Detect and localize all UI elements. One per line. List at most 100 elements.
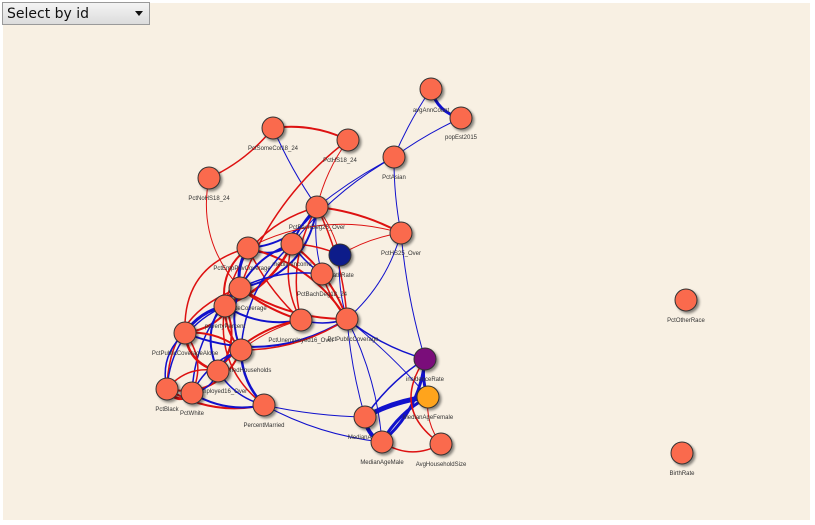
node-circle[interactable] — [206, 359, 230, 383]
node-label: MedianAgeMale — [360, 460, 404, 466]
select-by-id-label: Select by id — [7, 5, 90, 22]
node-PctUnemployed16_Over[interactable]: PctUnemployed16_Over — [268, 308, 334, 344]
node-PctOtherRace[interactable]: PctOtherRace — [667, 288, 706, 324]
node-PercentMarried[interactable]: PercentMarried — [243, 393, 285, 429]
node-label: PctBachDeg18_24 — [297, 292, 348, 298]
edge-PctPublicCoverage-MedianAge — [346, 318, 366, 418]
node-MedianAgeFemale[interactable]: MedianAgeFemale — [403, 385, 454, 421]
select-by-id-dropdown[interactable]: Select by id — [2, 2, 150, 25]
node-medianIncome[interactable]: medianIncome — [272, 232, 312, 268]
edge-povertyPercent-PercentMarried — [222, 305, 265, 406]
edge-PercentMarried-MedianAge — [263, 404, 366, 418]
node-PctPrivateCoverage[interactable]: PctPrivateCoverage — [213, 276, 267, 312]
node-circle[interactable] — [305, 195, 329, 219]
node-MedianAge[interactable]: MedianAge — [348, 405, 379, 441]
node-circle[interactable] — [335, 307, 359, 331]
node-label: PctBachDeg25_Over — [289, 225, 345, 231]
node-label: avgAnnCount — [413, 108, 450, 114]
node-label: PctEmployed16_Over — [189, 389, 247, 395]
node-circle[interactable] — [289, 308, 313, 332]
node-PctEmpPrivCoverage[interactable]: PctEmpPrivCoverage — [213, 236, 271, 272]
node-label: MedianAgeFemale — [403, 415, 454, 421]
node-label: popEst2015 — [445, 135, 478, 141]
edge-medianIncome-PctMarriedHouseholds — [240, 243, 293, 351]
node-PctHS25_Over[interactable]: PctHS25_Over — [381, 221, 421, 257]
node-label: PctNoHS18_24 — [188, 196, 230, 202]
node-circle[interactable] — [155, 377, 179, 401]
edge-PctEmpPrivCoverage-PctPublicCoverageAlone — [184, 247, 249, 334]
node-circle[interactable] — [197, 166, 221, 190]
node-povertyPercent[interactable]: povertyPercent — [205, 294, 246, 330]
node-PctBlack[interactable]: PctBlack — [155, 377, 180, 413]
node-label: PctPublicCoverage — [327, 337, 379, 343]
node-label: PctEmpPrivCoverage — [213, 266, 271, 272]
node-MedianAgeMale[interactable]: MedianAgeMale — [360, 430, 404, 466]
node-label: PctHS25_Over — [381, 251, 421, 257]
node-circle[interactable] — [370, 430, 394, 454]
node-circle[interactable] — [180, 381, 204, 405]
node-PctPublicCoverageAlone[interactable]: PctPublicCoverageAlone — [152, 321, 219, 357]
edge-PctPublicCoverage-MedianAgeMale — [346, 318, 383, 443]
node-circle[interactable] — [336, 128, 360, 152]
node-circle[interactable] — [670, 441, 694, 465]
node-circle[interactable] — [228, 276, 252, 300]
node-circle[interactable] — [429, 432, 453, 456]
node-label: PctAsian — [382, 175, 406, 181]
edge-PercentMarried-MedianAgeMale — [263, 404, 383, 443]
node-PctPublicCoverage[interactable]: PctPublicCoverage — [327, 307, 379, 343]
node-PctBachDeg18_24[interactable]: PctBachDeg18_24 — [297, 262, 348, 298]
node-circle[interactable] — [229, 338, 253, 362]
node-label: PctBlack — [155, 407, 179, 413]
node-circle[interactable] — [328, 243, 352, 267]
edge-PctBachDeg25_Over-PctUnemployed16_Over — [295, 206, 318, 321]
node-circle[interactable] — [674, 288, 698, 312]
edge-PctAsian-medianIncome — [291, 156, 395, 245]
node-deathRate[interactable]: deathRate — [326, 243, 355, 279]
node-circle[interactable] — [449, 106, 473, 130]
edge-AvgHouseholdSize-incidenceRate — [410, 358, 442, 445]
node-label: PctOtherRace — [667, 318, 705, 324]
edge-PctPublicCoverage-PctMarriedHouseholds — [240, 318, 348, 351]
node-label: PctUnemployed16_Over — [268, 338, 333, 344]
node-incidenceRate[interactable]: incidenceRate — [406, 347, 445, 383]
node-circle[interactable] — [353, 405, 377, 429]
node-circle[interactable] — [213, 294, 237, 318]
node-circle[interactable] — [382, 145, 406, 169]
node-PctMarriedHouseholds[interactable]: PctMarriedHouseholds — [211, 338, 272, 374]
node-circle[interactable] — [280, 232, 304, 256]
node-AvgHouseholdSize[interactable]: AvgHouseholdSize — [416, 432, 467, 468]
node-PctEmployed16_Over[interactable]: PctEmployed16_Over — [189, 359, 247, 395]
node-label: MedianAge — [348, 435, 379, 441]
node-avgAnnCount[interactable]: avgAnnCount — [413, 77, 450, 114]
node-circle[interactable] — [416, 385, 440, 409]
node-PctBachDeg25_Over[interactable]: PctBachDeg25_Over — [289, 195, 345, 231]
edge-PctBachDeg25_Over-PctPrivateCoverage — [239, 206, 318, 289]
node-label: PctWhite — [180, 411, 205, 417]
node-circle[interactable] — [389, 221, 413, 245]
node-PctSomeCol18_24[interactable]: PctSomeCol18_24 — [248, 116, 299, 152]
edge-PctPrivateCoverage-PctPublicCoverage — [239, 287, 348, 321]
node-circle[interactable] — [173, 321, 197, 345]
node-BirthRate[interactable]: BirthRate — [669, 441, 695, 477]
node-popEst2015[interactable]: popEst2015 — [445, 106, 478, 141]
node-PctAsian[interactable]: PctAsian — [382, 145, 406, 181]
edge-PctHS18_24-PctPrivateCoverage — [239, 139, 349, 289]
node-PctHS18_24[interactable]: PctHS18_24 — [323, 128, 360, 164]
node-circle[interactable] — [236, 236, 260, 260]
edge-avgAnnCount-PctAsian — [393, 88, 432, 158]
node-circle[interactable] — [261, 116, 285, 140]
node-PctNoHS18_24[interactable]: PctNoHS18_24 — [188, 166, 230, 202]
chevron-down-icon — [135, 11, 143, 16]
edge-PctNoHS18_24-PctPrivateCoverage — [205, 177, 241, 289]
node-PctWhite[interactable]: PctWhite — [180, 381, 205, 417]
edge-PctSomeCol18_24-PctBachDeg25_Over — [272, 127, 318, 208]
edge-PctHS25_Over-PctPublicCoverage — [346, 232, 402, 320]
node-circle[interactable] — [252, 393, 276, 417]
node-label: PctHS18_24 — [323, 158, 357, 164]
node-circle[interactable] — [310, 262, 334, 286]
node-circle[interactable] — [413, 347, 437, 371]
node-label: AvgHouseholdSize — [416, 462, 467, 468]
node-circle[interactable] — [419, 77, 443, 101]
